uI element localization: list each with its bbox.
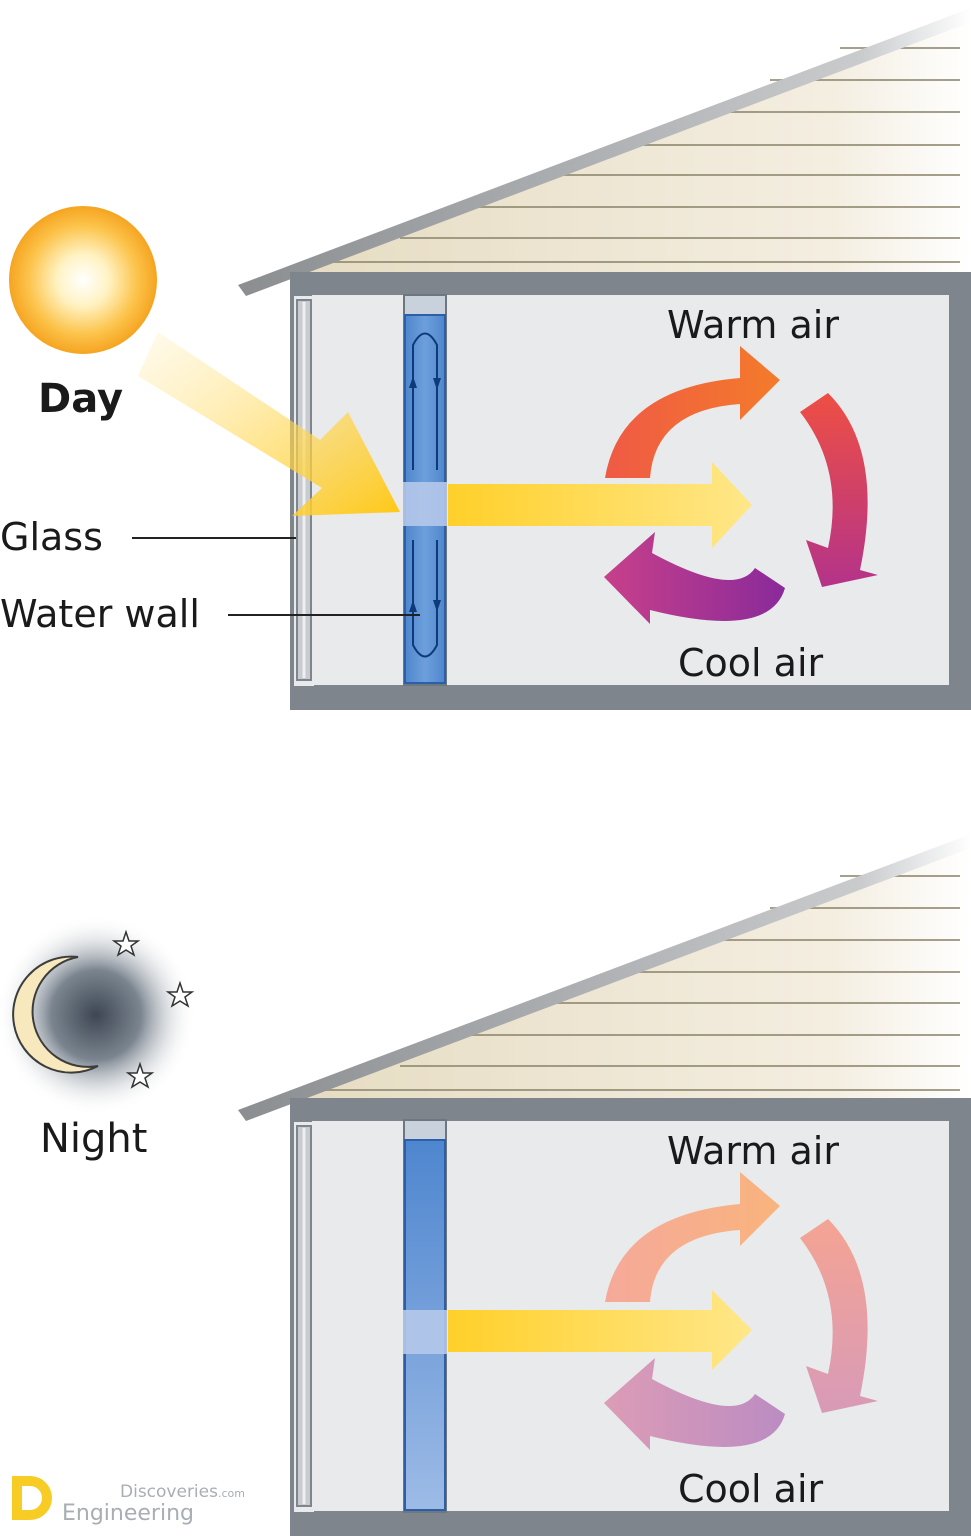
circulation-arrow-icon-night bbox=[604, 1172, 878, 1450]
roof-night bbox=[238, 834, 971, 1121]
moon-icon bbox=[12, 955, 99, 1074]
watermark-line2: Engineering bbox=[62, 1501, 194, 1526]
day-label: Day bbox=[38, 376, 123, 422]
night-label: Night bbox=[40, 1116, 147, 1162]
watermark-line1: Discoveries.com bbox=[120, 1482, 245, 1502]
sunbeam-arrow bbox=[138, 332, 400, 516]
star-icon bbox=[111, 929, 195, 1089]
glass-pane bbox=[294, 296, 314, 686]
sun-icon bbox=[9, 206, 157, 354]
watermark-logo-icon bbox=[12, 1476, 52, 1520]
heat-arrow-night bbox=[448, 1290, 752, 1370]
roof bbox=[238, 8, 971, 296]
water-wall bbox=[403, 294, 447, 686]
day-scene: Day Glass Water wall Warm air Cool air bbox=[0, 8, 971, 710]
watermark: Discoveries.com Engineering bbox=[12, 1476, 245, 1526]
water-wall-label: Water wall bbox=[0, 592, 200, 636]
night-cool-air-label: Cool air bbox=[678, 1467, 824, 1511]
glass-label: Glass bbox=[0, 515, 103, 559]
glass-pane-night bbox=[294, 1122, 314, 1512]
circulation-arrow-icon bbox=[604, 346, 878, 624]
day-cool-air-label: Cool air bbox=[678, 641, 824, 685]
water-wall-night bbox=[403, 1119, 447, 1513]
night-scene: Night Warm air Cool air bbox=[0, 834, 971, 1536]
night-warm-air-label: Warm air bbox=[667, 1129, 839, 1173]
day-warm-air-label: Warm air bbox=[667, 303, 839, 347]
heat-arrow bbox=[448, 462, 752, 548]
